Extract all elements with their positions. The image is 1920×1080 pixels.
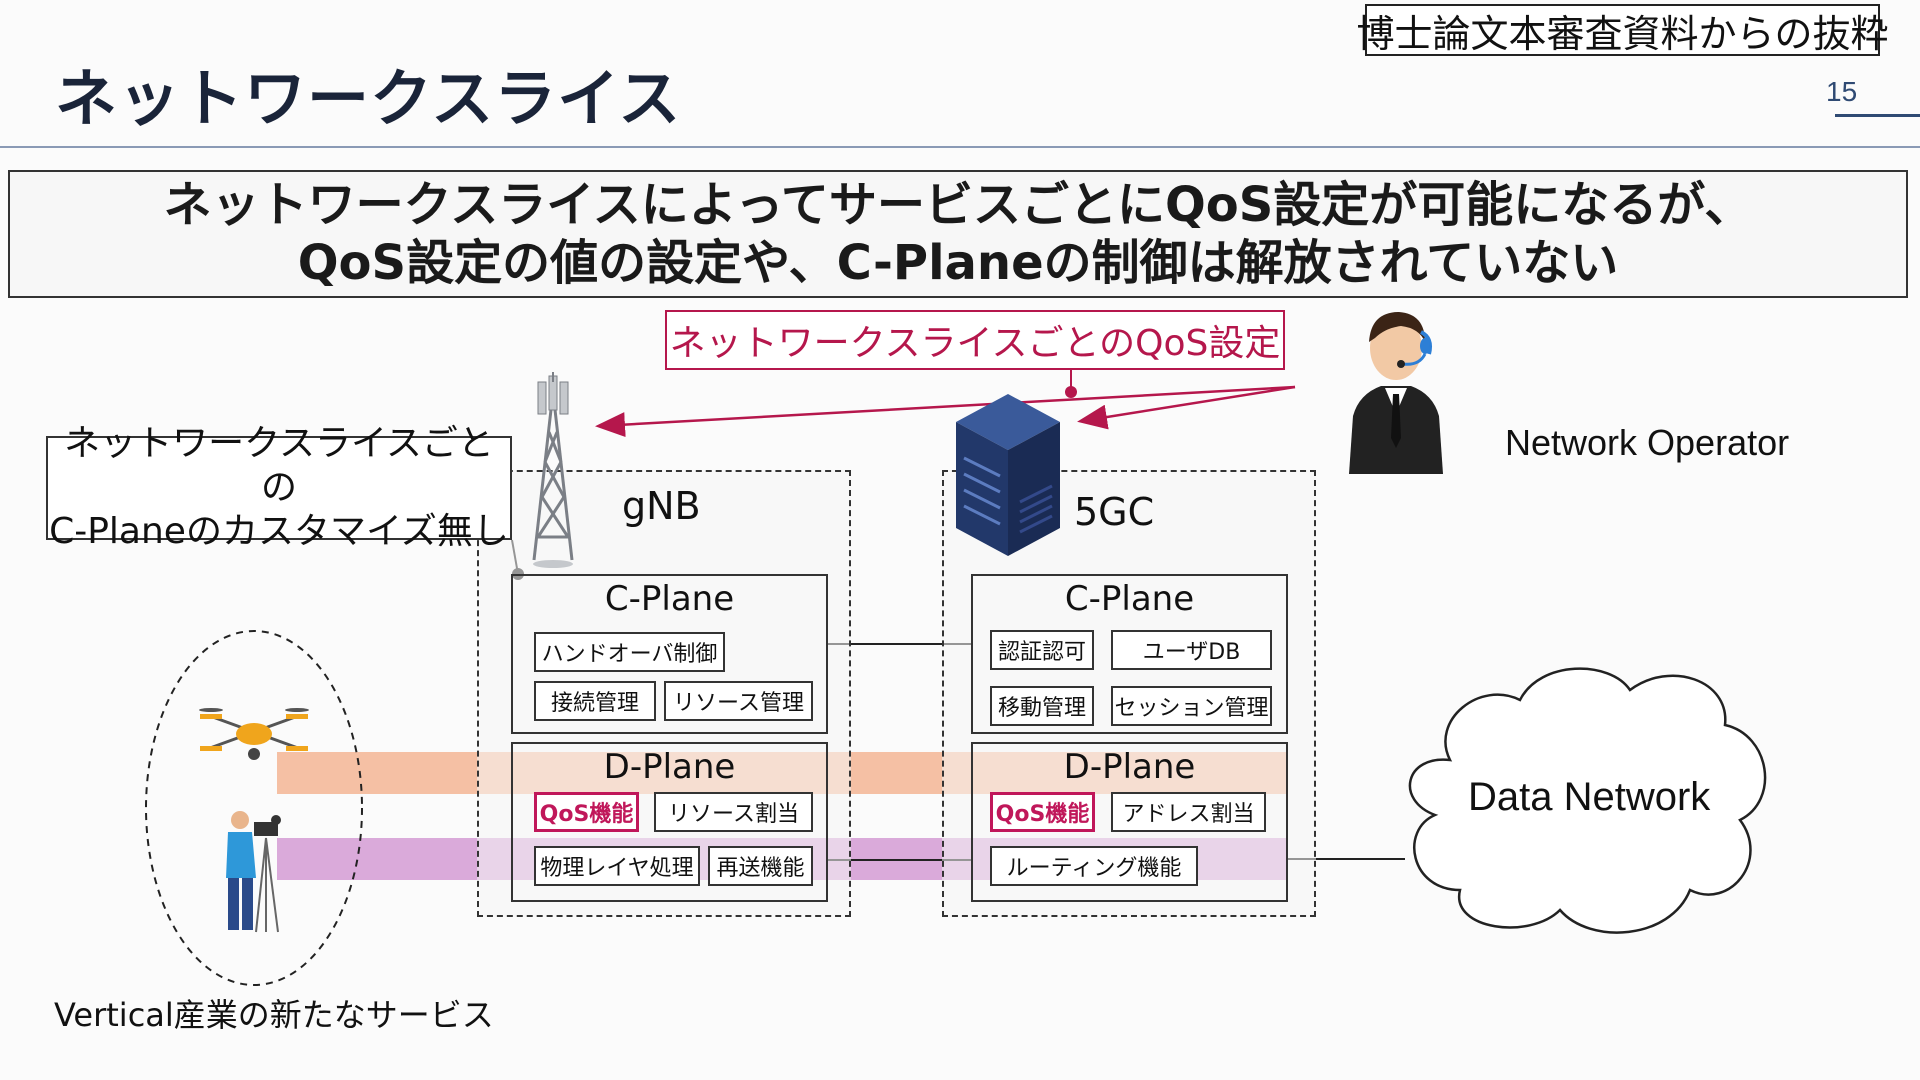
operator-icon	[1349, 312, 1443, 474]
core-qos-function-box: QoS機能	[990, 792, 1095, 832]
qos-arrow-to-5gc	[1077, 385, 1296, 430]
server-icon	[956, 394, 1060, 556]
vertical-industry-label: Vertical産業の新たなサービス	[54, 996, 494, 1034]
connection-management-box: 接続管理	[534, 681, 656, 721]
headline-box: ネットワークスライスによってサービスごとにQoS設定が可能になるが、 QoS設定…	[8, 170, 1908, 298]
user-db-box: ユーザDB	[1111, 630, 1272, 670]
address-allocation-box: アドレス割当	[1111, 792, 1266, 832]
gnb-dplane-title: D-Plane	[603, 747, 736, 787]
mobility-management-box: 移動管理	[990, 686, 1094, 726]
cloud-icon	[1408, 667, 1767, 934]
qos-arrow-to-gnb	[595, 385, 1296, 438]
page-title: ネットワークスライス	[55, 62, 682, 135]
title-divider	[0, 146, 1920, 148]
core-cplane-box	[971, 574, 1288, 734]
resource-management-box: リソース管理	[664, 681, 813, 721]
qos-setting-label: ネットワークスライスごとのQoS設定	[665, 310, 1285, 370]
cplane-note-line-2: C-Planeのカスタマイズ無し	[49, 511, 509, 552]
gnb-dplane-box	[511, 742, 828, 902]
core-dplane-title: D-Plane	[1063, 747, 1196, 787]
resource-allocation-box: リソース割当	[654, 792, 813, 832]
qos-leader-dot	[1065, 386, 1077, 398]
cell-tower-icon	[532, 372, 574, 568]
gnb-cplane-box	[511, 574, 828, 734]
data-network-label: Data Network	[1468, 775, 1711, 819]
core-label: 5GC	[1074, 490, 1155, 534]
headline-line-1: ネットワークスライスによってサービスごとにQoS設定が可能になるが、	[163, 177, 1753, 233]
gnb-cplane-title: C-Plane	[604, 579, 735, 619]
core-dplane-box	[971, 742, 1288, 902]
ue-group-ellipse	[145, 630, 363, 986]
retransmission-box: 再送機能	[708, 846, 813, 886]
handover-control-box: ハンドオーバ制御	[534, 632, 725, 672]
gnb-qos-function-box: QoS機能	[534, 792, 639, 832]
page-number: 15	[1826, 76, 1858, 107]
cplane-note-box: ネットワークスライスごとの C-Planeのカスタマイズ無し	[46, 423, 512, 552]
headline-line-2: QoS設定の値の設定や、C-Planeの制御は解放されていない	[297, 235, 1619, 291]
physical-layer-box: 物理レイヤ処理	[534, 846, 700, 886]
operator-label: Network Operator	[1505, 422, 1790, 463]
session-management-box: セッション管理	[1111, 686, 1272, 726]
camera-operator-icon	[226, 811, 281, 933]
source-note: 博士論文本審査資料からの抜粋	[1357, 4, 1889, 56]
cplane-note-line-1: ネットワークスライスごとの	[64, 423, 494, 508]
gnb-label: gNB	[622, 484, 701, 528]
core-cplane-title: C-Plane	[1064, 579, 1195, 619]
drone-icon	[199, 708, 309, 760]
page-number-underline	[1835, 114, 1920, 117]
authentication-box: 認証認可	[990, 630, 1094, 670]
routing-function-box: ルーティング機能	[990, 846, 1198, 886]
